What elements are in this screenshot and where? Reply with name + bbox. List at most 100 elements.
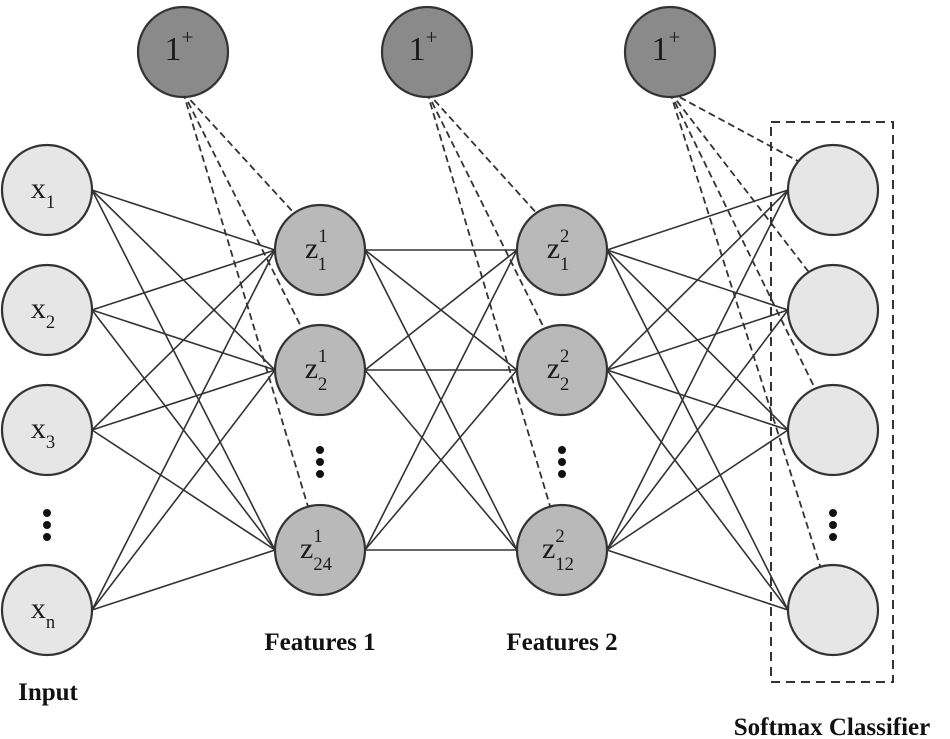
bias-to-softmax-edge bbox=[669, 91, 811, 275]
bias-node: 1+ bbox=[623, 5, 717, 99]
ellipsis-dot bbox=[558, 446, 566, 454]
bias-to-softmax-edge bbox=[669, 91, 817, 392]
features2-to-softmax-edge bbox=[606, 189, 789, 371]
input-label: Input bbox=[18, 679, 78, 706]
connection-lines bbox=[91, 91, 822, 611]
features2-to-softmax-edge bbox=[606, 189, 789, 551]
ellipsis-dot bbox=[43, 509, 51, 517]
bias-to-features1-edge bbox=[182, 91, 297, 216]
input-node: x1 bbox=[0, 143, 94, 237]
bias-to-features2-edge bbox=[426, 91, 539, 216]
features2-to-softmax-edge bbox=[606, 189, 789, 251]
layer-labels: Input Features 1 Features 2 Softmax Clas… bbox=[18, 121, 931, 739]
features2-node-circle bbox=[515, 503, 609, 597]
input-to-features1-edge bbox=[91, 369, 276, 611]
softmax-output-node bbox=[786, 563, 880, 657]
ellipsis-dots bbox=[316, 446, 324, 478]
ellipsis-dot bbox=[43, 533, 51, 541]
features2-to-softmax-edge bbox=[606, 309, 789, 551]
bias-node-circle bbox=[623, 5, 717, 99]
input-node-label: x1 bbox=[31, 172, 55, 213]
softmax-output-node bbox=[786, 263, 880, 357]
ellipsis-dots bbox=[558, 446, 566, 478]
features2-node-circle bbox=[515, 203, 609, 297]
features1-label: Features 1 bbox=[264, 629, 375, 656]
ellipsis-dot bbox=[829, 533, 837, 541]
softmax-classifier-box bbox=[770, 121, 894, 683]
input-to-features1-edge bbox=[91, 189, 276, 251]
features2-to-softmax-edge bbox=[606, 309, 789, 371]
features2-to-softmax-edge bbox=[606, 369, 789, 431]
input-node: x3 bbox=[0, 383, 94, 477]
input-to-features1-edge bbox=[91, 369, 276, 431]
input-node-label: x3 bbox=[31, 412, 55, 453]
features2-node-circle bbox=[515, 323, 609, 417]
softmax-output-node-circle bbox=[786, 383, 880, 477]
input-node-circle bbox=[0, 563, 94, 657]
bias-to-features1-edge bbox=[182, 91, 310, 510]
features2-to-softmax-edge bbox=[606, 429, 789, 551]
bias-node-label: 1+ bbox=[409, 25, 438, 68]
ellipsis-dots bbox=[829, 509, 837, 541]
ellipsis-dot bbox=[316, 470, 324, 478]
bias-node-label: 1+ bbox=[652, 25, 681, 68]
bias-to-features2-edge bbox=[426, 91, 552, 509]
input-node: x2 bbox=[0, 263, 94, 357]
input-node-circle bbox=[0, 143, 94, 237]
softmax-output-node bbox=[786, 143, 880, 237]
ellipsis-dot bbox=[316, 458, 324, 466]
bias-to-softmax-edge bbox=[669, 91, 801, 164]
features1-node-circle bbox=[273, 323, 367, 417]
input-node-label: x2 bbox=[31, 292, 55, 333]
features2-to-softmax-edge bbox=[606, 549, 789, 611]
bias-to-softmax-edge bbox=[669, 91, 822, 570]
input-node-circle bbox=[0, 383, 94, 477]
input-to-features1-edge bbox=[91, 249, 276, 431]
input-to-features1-edge bbox=[91, 249, 276, 611]
input-to-features1-edge bbox=[91, 549, 276, 611]
bias-node-circle bbox=[380, 5, 474, 99]
ellipsis-dot bbox=[558, 470, 566, 478]
softmax-output-node-circle bbox=[786, 143, 880, 237]
bias-to-features2-edge bbox=[426, 91, 547, 332]
features2-label: Features 2 bbox=[506, 629, 617, 656]
bias-to-features1-edge bbox=[182, 91, 304, 332]
softmax-output-node-circle bbox=[786, 263, 880, 357]
ellipsis-dot bbox=[558, 458, 566, 466]
ellipsis-dot bbox=[316, 446, 324, 454]
input-node-circle bbox=[0, 263, 94, 357]
bias-node-circle bbox=[136, 5, 230, 99]
softmax-classifier-label: Softmax Classifier bbox=[734, 714, 931, 739]
bias-node: 1+ bbox=[136, 5, 230, 99]
bias-node: 1+ bbox=[380, 5, 474, 99]
features1-to-features2-edge bbox=[364, 369, 518, 551]
input-to-features1-edge bbox=[91, 249, 276, 311]
softmax-output-node-circle bbox=[786, 563, 880, 657]
ellipsis-dots bbox=[43, 509, 51, 541]
features1-node-circle bbox=[273, 203, 367, 297]
bias-node-label: 1+ bbox=[165, 25, 194, 68]
input-node: xn bbox=[0, 563, 94, 657]
ellipsis-dot bbox=[43, 521, 51, 529]
input-node-label: xn bbox=[31, 592, 56, 633]
ellipsis-dot bbox=[829, 509, 837, 517]
features1-to-features2-edge bbox=[364, 249, 518, 371]
features1-to-features2-edge bbox=[364, 249, 518, 551]
features1-node-circle bbox=[273, 503, 367, 597]
softmax-output-node bbox=[786, 383, 880, 477]
input-to-features1-edge bbox=[91, 189, 276, 551]
